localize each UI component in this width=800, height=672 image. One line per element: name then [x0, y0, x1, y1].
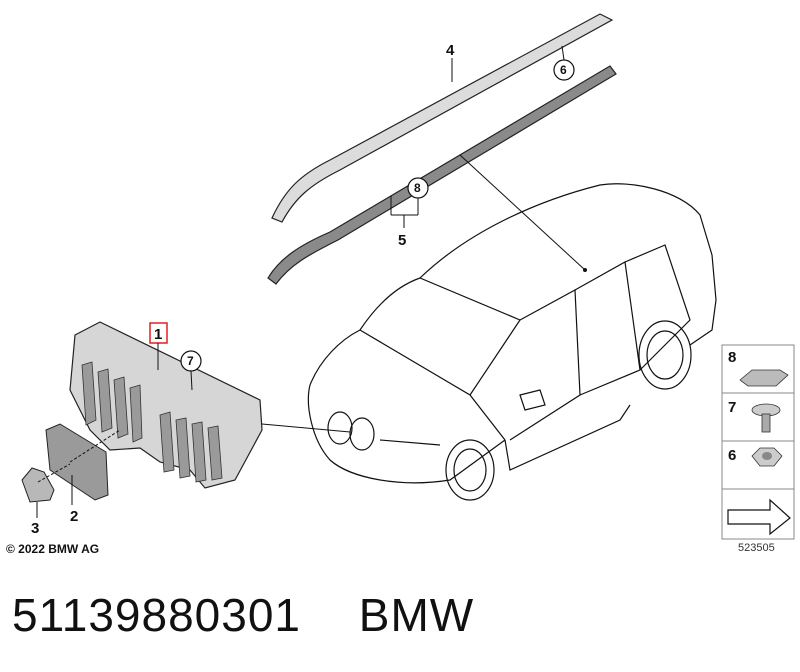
part-number-line: 51139880301 BMW: [12, 588, 474, 642]
part-number: 51139880301: [12, 589, 301, 641]
copyright-text: © 2022 BMW AG: [6, 542, 100, 556]
callout-8-5: 8 5: [390, 177, 429, 249]
legend-item-6: 6: [728, 447, 783, 467]
callout-5-label: 5: [398, 232, 406, 249]
callout-7-label: 7: [187, 354, 194, 368]
grille-leader-line: [261, 423, 351, 433]
callout-3-label: 3: [31, 520, 39, 537]
clip-icon: [739, 369, 789, 387]
callout-2-label: 2: [70, 508, 78, 525]
callout-8-label: 8: [414, 181, 421, 195]
callout-6-top: 6: [553, 45, 575, 81]
legend-item-7: 7: [728, 399, 781, 433]
rail-leader-line: [459, 154, 586, 271]
brand-name: BMW: [358, 589, 475, 641]
callout-4-label: 4: [446, 42, 455, 59]
roof-rail-lower: [267, 65, 617, 285]
callout-6-label: 6: [560, 63, 567, 77]
car-outline: [307, 183, 717, 501]
hardware-legend: 8 7 6: [721, 344, 795, 540]
roof-rail-upper: [271, 13, 614, 223]
callout-4: 4: [446, 42, 455, 82]
legend-item-8: 8: [728, 349, 789, 387]
grille-clip: 3: [21, 463, 71, 537]
arrow-icon: [727, 498, 791, 536]
rail-leader-dot: [583, 268, 587, 272]
callout-1: 1: [149, 322, 168, 370]
diagram-id: 523505: [738, 542, 775, 554]
callout-1-label: 1: [154, 326, 162, 343]
kidney-grille: [69, 321, 263, 489]
legend-7-label: 7: [728, 399, 736, 416]
legend-8-label: 8: [728, 349, 736, 366]
legend-arrow: [727, 498, 791, 536]
legend-6-label: 6: [728, 447, 736, 464]
callout-7: 7: [180, 350, 202, 391]
grille-bracket: 2: [45, 423, 121, 525]
